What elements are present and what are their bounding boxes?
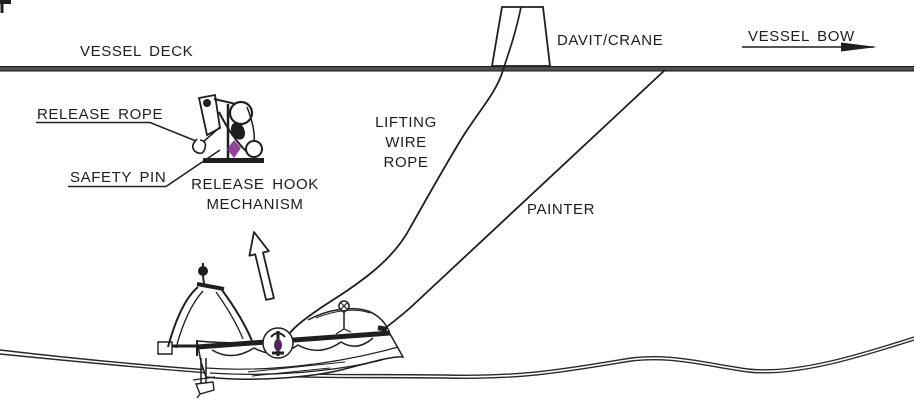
- boat-gunwale: [196, 330, 391, 350]
- painter-line: [383, 69, 666, 330]
- vessel-deck-label: VESSEL DECK: [80, 43, 194, 60]
- release-hook-mechanism-label-line1: RELEASE HOOK: [191, 176, 319, 193]
- release-hook-mechanism-label: RELEASE HOOK MECHANISM: [179, 175, 331, 215]
- vessel-bow-arrow-icon: [841, 42, 877, 52]
- release-hook-mechanism-drawing: [191, 93, 264, 163]
- stern-a-frame: [167, 282, 253, 349]
- boat-chine-line2: [209, 359, 383, 375]
- outboard-motor: [192, 358, 216, 399]
- safety-pin-label: SAFETY PIN: [70, 169, 167, 186]
- davit-crane-shape: [490, 6, 552, 67]
- corner-mark: [0, 0, 11, 13]
- boat-deck-plank2: [251, 367, 331, 377]
- vessel-bow-label: VESSEL BOW: [748, 28, 855, 45]
- stern-light-icon: [198, 263, 208, 285]
- release-rope-label: RELEASE ROPE: [37, 106, 164, 123]
- boat-chine-line: [205, 346, 399, 370]
- boat-deck-plank: [247, 361, 346, 373]
- lifting-wire-rope-label: LIFTING WIRE ROPE: [360, 113, 452, 173]
- water-line: [0, 336, 914, 379]
- painter-fitting: [377, 325, 388, 332]
- painter-label: PAINTER: [527, 201, 596, 218]
- boat-release-hook-circle: [262, 327, 294, 359]
- up-arrow-icon: [248, 231, 275, 301]
- bow-beacon-icon: [335, 300, 352, 335]
- release-hook-mechanism-label-line2: MECHANISM: [206, 196, 304, 213]
- safety-pin-leader: [165, 149, 221, 188]
- boat-sponson-tubes: [211, 337, 374, 357]
- safety-pin-marker: [227, 140, 241, 158]
- release-rope-leader: [149, 121, 197, 142]
- release-rope-loop: [191, 138, 207, 155]
- lifting-wire-rope-label-line1: LIFTING: [375, 114, 437, 131]
- rescue-boat: [157, 263, 405, 399]
- davit-crane-label: DAVIT/CRANE: [557, 32, 664, 49]
- lifting-wire-rope-label-line2: WIRE ROPE: [383, 134, 429, 171]
- lifting-wire-rope-line: [288, 6, 522, 335]
- bow-deck: [307, 308, 390, 332]
- vessel-deck-line: [0, 65, 914, 72]
